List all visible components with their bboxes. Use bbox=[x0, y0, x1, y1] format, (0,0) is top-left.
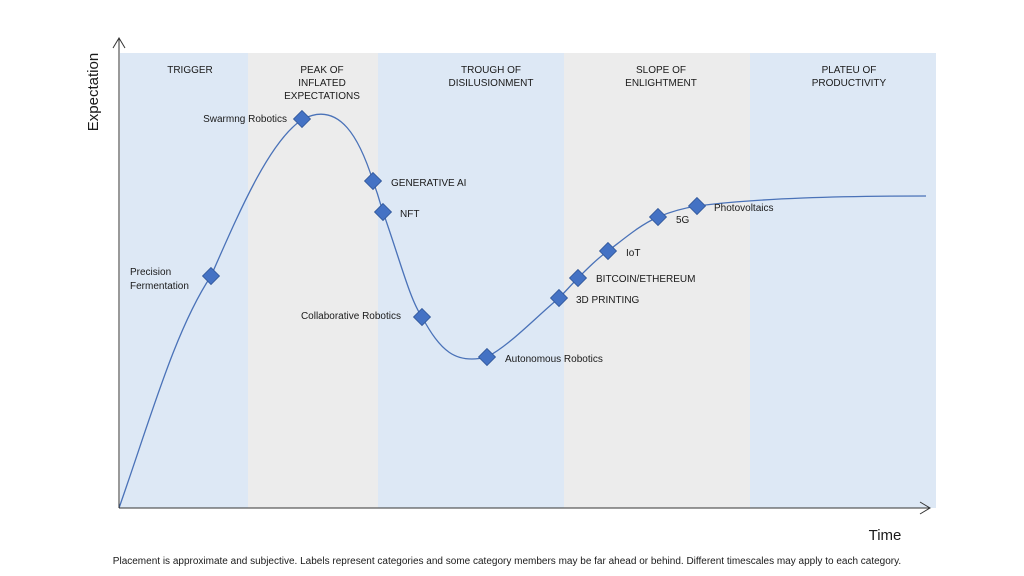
phase-label-slope: ENLIGHTMENT bbox=[625, 78, 697, 89]
phase-band-peak bbox=[248, 53, 378, 508]
label-photovoltaics: Photovoltaics bbox=[714, 203, 773, 214]
footnote: Placement is approximate and subjective.… bbox=[113, 556, 901, 567]
marker-swarmng-robotics bbox=[292, 109, 312, 129]
label-precision-fermentation: Precision bbox=[130, 267, 171, 278]
label-5g: 5G bbox=[676, 215, 690, 226]
label-autonomous-robotics: Autonomous Robotics bbox=[505, 354, 603, 365]
label-iot: IoT bbox=[626, 248, 640, 259]
marker-generative-ai bbox=[363, 171, 383, 191]
phase-label-trough: DISILUSIONMENT bbox=[448, 78, 533, 89]
label-swarmng-robotics: Swarmng Robotics bbox=[203, 114, 287, 125]
phase-label-plateau: PRODUCTIVITY bbox=[812, 78, 887, 89]
label-bitcoin-ethereum: BITCOIN/ETHEREUM bbox=[596, 274, 695, 285]
label-precision-fermentation: Fermentation bbox=[130, 281, 189, 292]
phase-label-peak: PEAK OF bbox=[300, 65, 343, 76]
marker-collaborative-robotics bbox=[412, 307, 432, 327]
phase-band-plateau bbox=[750, 53, 936, 508]
phase-label-plateau: PLATEU OF bbox=[822, 65, 877, 76]
hype-curve-layer bbox=[118, 113, 927, 509]
label-3d-printing: 3D PRINTING bbox=[576, 295, 640, 306]
label-nft: NFT bbox=[400, 209, 419, 220]
marker-photovoltaics bbox=[687, 196, 707, 216]
marker-precision-fermentation bbox=[201, 266, 221, 286]
marker-autonomous-robotics bbox=[477, 347, 497, 367]
phase-label-trigger: TRIGGER bbox=[167, 65, 213, 76]
marker-3d-printing bbox=[549, 288, 569, 308]
phase-label-peak: EXPECTATIONS bbox=[284, 91, 360, 102]
y-axis-label: Expectation bbox=[85, 53, 102, 131]
x-axis-arrow-icon bbox=[919, 501, 931, 515]
hype-curve bbox=[118, 113, 927, 509]
phase-band-trough bbox=[378, 53, 564, 508]
label-collaborative-robotics: Collaborative Robotics bbox=[301, 311, 401, 322]
marker-iot bbox=[598, 241, 618, 261]
y-axis-arrow-icon bbox=[112, 37, 126, 49]
phase-label-peak: INFLATED bbox=[298, 78, 346, 89]
axes: Expectation Time bbox=[85, 37, 931, 544]
x-axis-label: Time bbox=[869, 527, 902, 544]
marker-bitcoin-ethereum bbox=[568, 268, 588, 288]
phase-band-slope bbox=[564, 53, 750, 508]
phase-label-slope: SLOPE OF bbox=[636, 65, 686, 76]
marker-nft bbox=[373, 202, 393, 222]
phase-bands: TRIGGER PEAK OF INFLATED EXPECTATIONS TROUGH… bbox=[120, 53, 936, 508]
marker-5g bbox=[648, 207, 668, 227]
phase-label-trough: TROUGH OF bbox=[461, 65, 521, 76]
label-generative-ai: GENERATIVE AI bbox=[391, 178, 466, 189]
phase-band-trigger bbox=[120, 53, 248, 508]
